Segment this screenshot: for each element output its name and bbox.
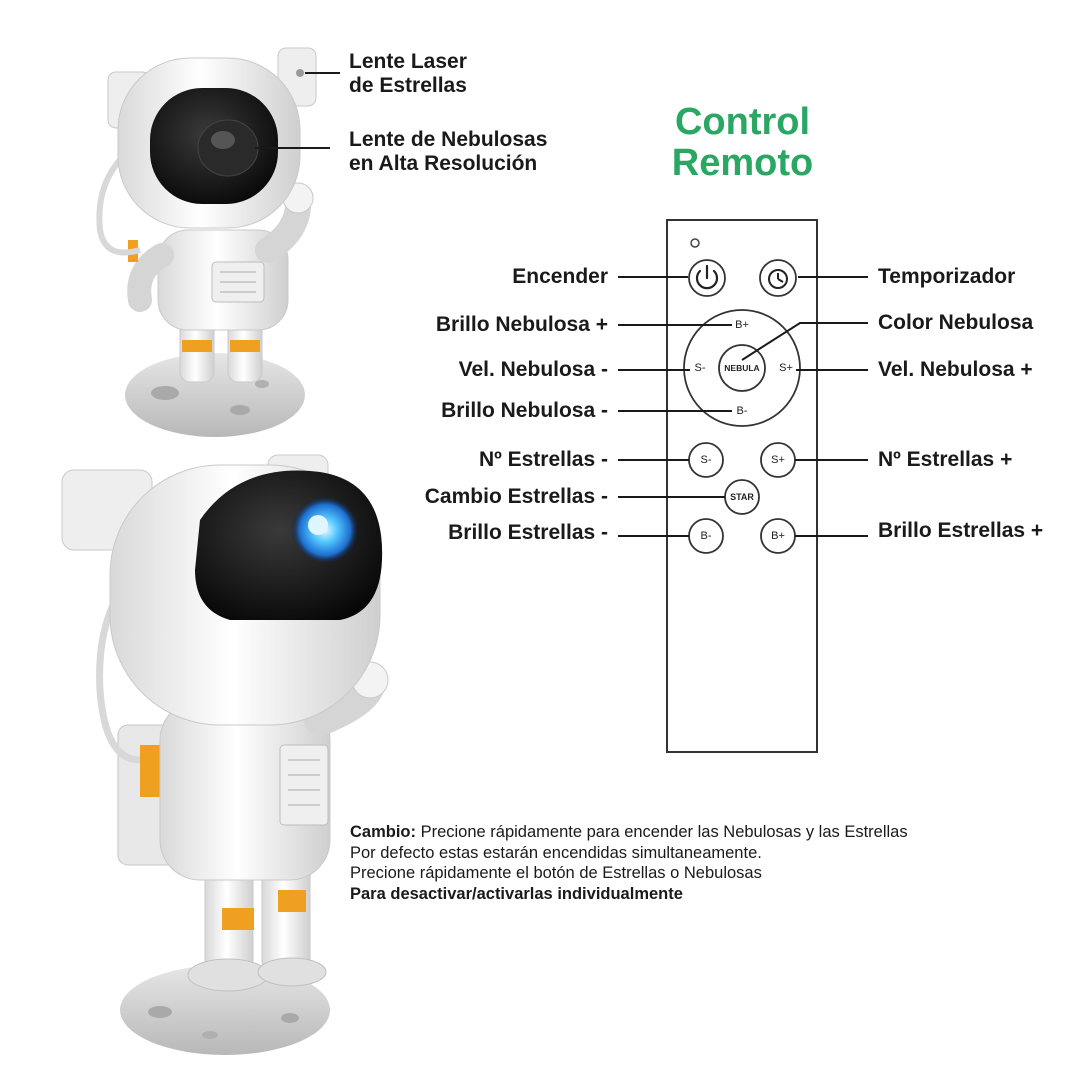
remote-control: B+ B- S- S+ NEBULA S- S+ STAR B- B+ — [666, 219, 818, 753]
dpad-left-button[interactable]: S- — [695, 362, 706, 374]
page-title: Control Remoto — [671, 101, 814, 184]
note-line-3: Precione rápidamente el botón de Estrell… — [350, 864, 762, 882]
label-nebula-color: Color Nebulosa — [878, 311, 1034, 334]
led-indicator — [690, 238, 700, 248]
nebula-lens-label: Lente de Nebulosas en Alta Resolución — [349, 128, 548, 175]
note-line-1: Precione rápidamente para encender las N… — [416, 823, 908, 841]
astronaut-top-image — [96, 47, 317, 437]
nebula-center-button[interactable] — [718, 344, 766, 392]
label-nebula-speed-down: Vel. Nebulosa - — [458, 358, 608, 381]
label-stars-brightness-down: Brillo Estrellas - — [448, 521, 608, 544]
callout-lines — [618, 276, 868, 537]
label-stars-count-down: Nº Estrellas - — [478, 448, 608, 471]
power-button[interactable] — [688, 259, 726, 297]
label-stars-change: Cambio Estrellas - — [424, 485, 608, 508]
note-line-2: Por defecto estas estarán encendidas sim… — [350, 843, 762, 862]
dpad-down-button[interactable]: B- — [737, 405, 748, 417]
label-stars-brightness-up: Brillo Estrellas + — [878, 519, 1044, 542]
timer-button[interactable] — [759, 259, 797, 297]
note-bold-prefix: Cambio: — [350, 823, 416, 841]
label-nebula-speed-up: Vel. Nebulosa + — [878, 358, 1033, 381]
dpad-up-button[interactable]: B+ — [735, 319, 749, 331]
label-nebula-brightness-down: Brillo Nebulosa - — [441, 399, 608, 422]
dpad-right-button[interactable]: S+ — [779, 362, 793, 374]
astronaut-bottom-image — [61, 454, 389, 1055]
label-nebula-brightness-up: Brillo Nebulosa + — [435, 313, 608, 336]
label-timer: Temporizador — [878, 265, 1016, 288]
stars-brightness-down-label: B- — [701, 530, 712, 542]
star-laser-lens — [296, 69, 304, 77]
label-power: Encender — [512, 265, 608, 288]
stars-brightness-up-label: B+ — [771, 530, 785, 542]
stars-speed-down-label: S- — [701, 454, 712, 466]
stars-speed-up-label: S+ — [771, 454, 785, 466]
star-laser-lens-label: Lente Laser de Estrellas — [349, 50, 467, 97]
note-line-4: Para desactivar/activarlas individualmen… — [350, 884, 683, 903]
timer-icon — [768, 269, 788, 289]
label-stars-count-up: Nº Estrellas + — [878, 448, 1013, 471]
star-label: STAR — [730, 492, 754, 502]
nebula-center-label: NEBULA — [724, 363, 759, 373]
power-icon — [695, 269, 719, 290]
usage-note: Cambio: Precione rápidamente para encend… — [350, 822, 908, 904]
